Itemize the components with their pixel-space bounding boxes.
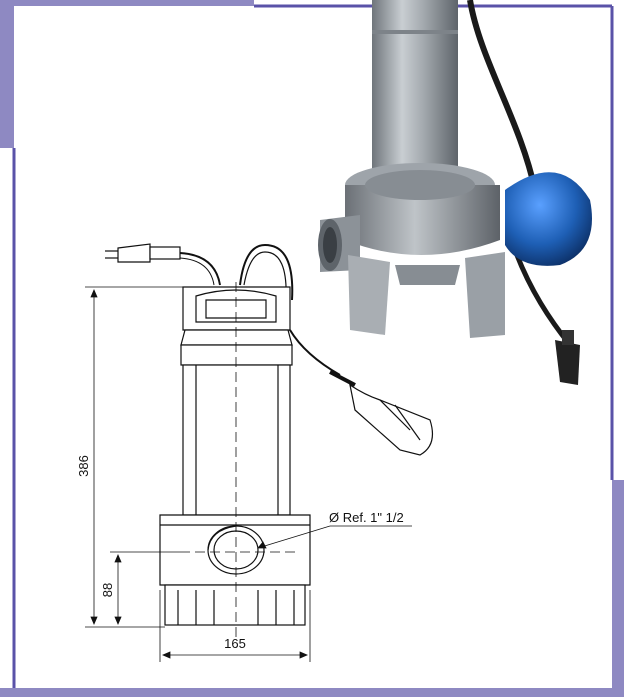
frame-top-left-block <box>0 0 14 148</box>
frame-top-band <box>14 0 254 6</box>
frame-right-block <box>612 480 624 697</box>
dimension-height-total: 386 <box>76 455 91 477</box>
pump-photo <box>318 0 592 385</box>
dimension-width: 165 <box>224 636 246 651</box>
frame-bottom-band <box>0 688 624 697</box>
dimension-lines <box>85 286 412 662</box>
dimension-inlet-height: 88 <box>100 583 115 597</box>
dimension-inlet-ref: Ø Ref. 1" 1/2 <box>329 510 404 525</box>
pump-line-drawing <box>105 243 433 640</box>
